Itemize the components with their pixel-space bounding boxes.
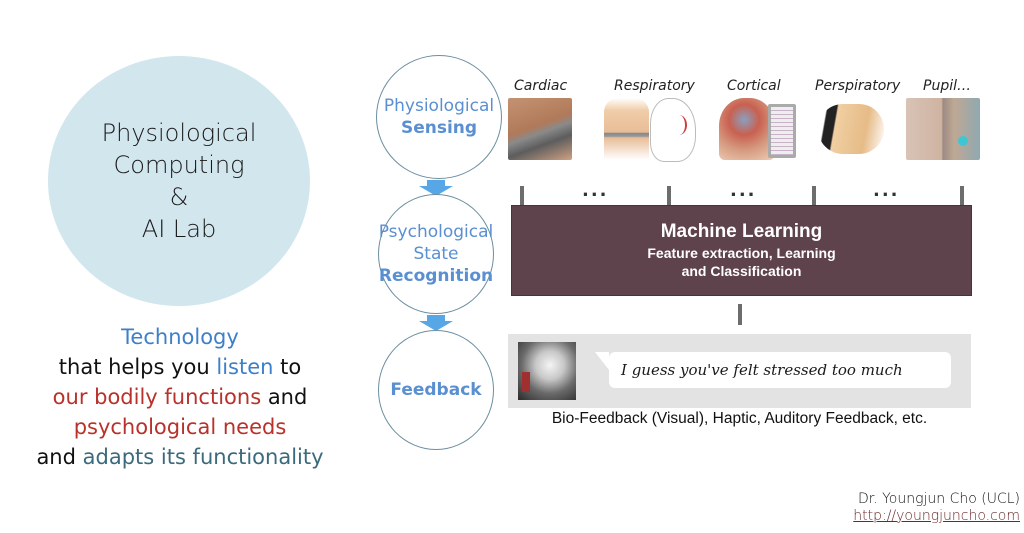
connector-tick bbox=[812, 186, 816, 205]
ellipsis: ... bbox=[582, 180, 609, 201]
down-arrow-icon bbox=[419, 315, 453, 331]
stage-recognition-bold: Recognition bbox=[378, 266, 494, 286]
tagline-technology: Technology bbox=[121, 325, 239, 349]
tagline-psychological-needs: psychological needs bbox=[73, 415, 287, 439]
tagline-text: to bbox=[273, 355, 302, 379]
connector-tick bbox=[667, 186, 671, 205]
finger-electrodes-image bbox=[818, 104, 884, 154]
stage-recognition-light-1: Psychological bbox=[378, 222, 494, 242]
tagline-bodily-functions: our bodily functions bbox=[52, 385, 262, 409]
ml-subtitle-2: and Classification bbox=[681, 263, 802, 279]
author-name: Dr. Youngjun Cho (UCL) bbox=[857, 491, 1020, 507]
stage-feedback: Feedback bbox=[378, 330, 494, 450]
feedback-caption: Bio-Feedback (Visual), Haptic, Auditory … bbox=[551, 410, 928, 427]
chest-belt-image bbox=[604, 98, 649, 160]
tagline-text: and bbox=[36, 445, 83, 469]
connector-tick bbox=[960, 186, 964, 205]
lab-title-line-2: Computing bbox=[113, 151, 245, 179]
sensor-label-pupil: Pupil… bbox=[923, 78, 971, 94]
eeg-signal-screen-image bbox=[768, 104, 796, 158]
lab-title-line-1: Physiological bbox=[101, 119, 257, 147]
sensor-label-cortical: Cortical bbox=[727, 78, 781, 94]
lab-title-line-3: & bbox=[169, 183, 189, 211]
tagline-adapts: adapts its functionality bbox=[82, 445, 324, 469]
pulse-oximeter-finger-image bbox=[508, 98, 572, 160]
sensor-label-cardiac: Cardiac bbox=[514, 78, 568, 94]
robot-avatar-image bbox=[518, 342, 576, 400]
eeg-cap-image bbox=[719, 98, 775, 160]
ml-subtitle-1: Feature extraction, Learning bbox=[647, 245, 836, 261]
ml-title: Machine Learning bbox=[660, 221, 823, 242]
machine-learning-box: Machine Learning Feature extraction, Lea… bbox=[511, 205, 972, 296]
speech-bubble: I guess you've felt stressed too much bbox=[595, 352, 951, 388]
sensor-label-perspiratory: Perspiratory bbox=[815, 78, 901, 94]
stage-physiological-sensing: Physiological Sensing bbox=[376, 55, 502, 179]
stage-feedback-bold: Feedback bbox=[390, 380, 482, 400]
lab-title-circle: Physiological Computing & AI Lab bbox=[48, 56, 310, 306]
ellipsis: ... bbox=[730, 180, 757, 201]
feedback-message: I guess you've felt stressed too much bbox=[621, 361, 903, 379]
lab-title-line-4: AI Lab bbox=[141, 215, 217, 243]
author-website-link[interactable]: http://youngjuncho.com bbox=[853, 508, 1020, 524]
tagline: Technology that helps you listen to our … bbox=[0, 322, 360, 472]
stage-sensing-light: Physiological bbox=[383, 96, 495, 116]
ellipsis: ... bbox=[873, 180, 900, 201]
stage-psychological-state-recognition: Psychological State Recognition bbox=[378, 194, 494, 314]
connector-tick bbox=[520, 186, 524, 205]
down-arrow-icon bbox=[419, 180, 453, 196]
sensor-label-respiratory: Respiratory bbox=[614, 78, 695, 94]
breath-sensor-head-image bbox=[650, 98, 696, 162]
tagline-text: that helps you bbox=[58, 355, 217, 379]
stage-sensing-bold: Sensing bbox=[400, 118, 478, 138]
tagline-listen: listen bbox=[216, 355, 274, 379]
connector-tick bbox=[738, 304, 742, 325]
stage-recognition-light-2: State bbox=[413, 244, 459, 264]
tagline-text: and bbox=[261, 385, 308, 409]
eye-tracker-image bbox=[906, 98, 980, 160]
